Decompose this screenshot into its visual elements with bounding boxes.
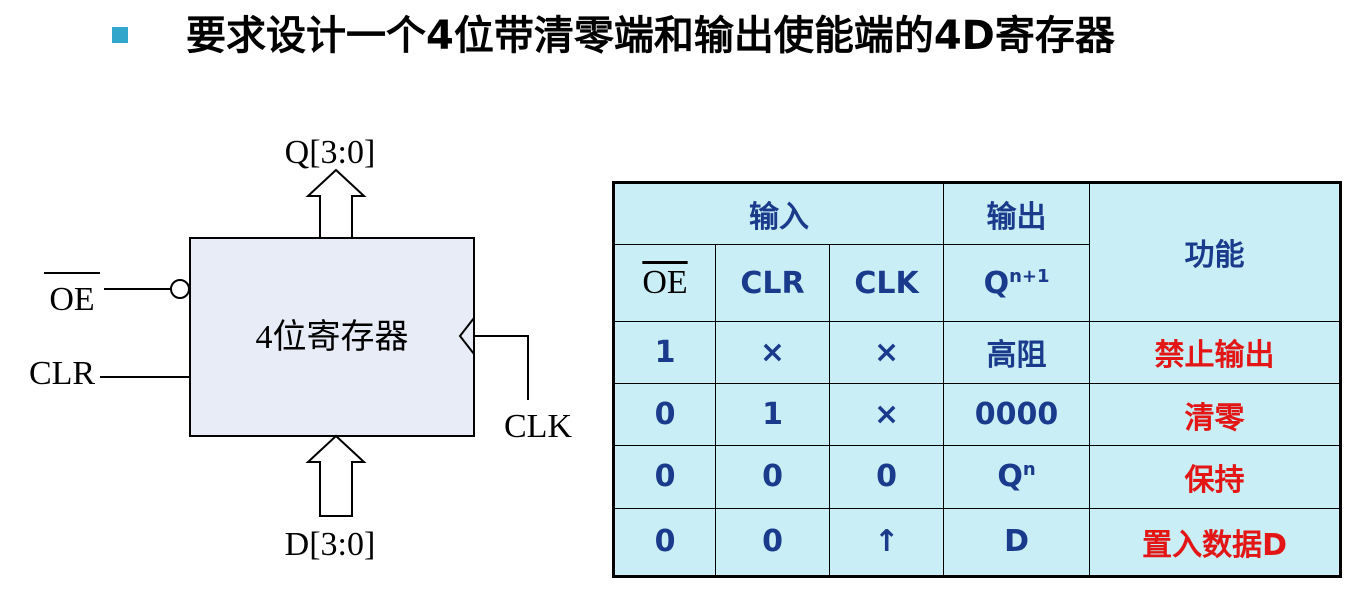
cell-q: 0000	[943, 382, 1091, 447]
cell-clr: 0	[715, 445, 830, 509]
cell-clk: ×	[828, 382, 945, 447]
cell-clk: ×	[828, 320, 945, 385]
cell-clk: ↑	[828, 507, 945, 578]
register-block	[189, 237, 475, 437]
cell-q: Qn	[943, 445, 1091, 509]
table-header-row-2: OE CLR CLK Qn+1	[613, 244, 1341, 322]
cell-function: 禁止输出	[1089, 320, 1342, 385]
table-row: 0 0 ↑ D 置入数据D	[613, 507, 1342, 578]
cell-clk: 0	[828, 445, 945, 509]
cell-oe: 0	[613, 507, 716, 578]
cell-function: 置入数据D	[1089, 507, 1342, 578]
cell-oe: 0	[613, 445, 716, 509]
header-clr: CLR	[715, 244, 830, 322]
clr-label: CLR	[29, 355, 95, 392]
cell-clr: 0	[715, 507, 830, 578]
cell-oe: 0	[613, 382, 716, 447]
register-block-diagram: 4位寄存器 Q[3:0] D[3:0] OE CLR CLK	[29, 134, 573, 563]
table-header-row-1: 输入 输出 功能	[612, 181, 1342, 322]
cell-function: 保持	[1089, 445, 1342, 509]
clock-edge-marker	[458, 317, 475, 355]
cell-oe: 1	[613, 320, 716, 385]
input-bus-arrow	[305, 434, 367, 517]
cell-clr: ×	[715, 320, 830, 385]
header-output-group: 输出	[943, 181, 1091, 246]
cell-function: 清零	[1089, 382, 1342, 447]
input-bus-label: D[3:0]	[285, 526, 376, 563]
header-function: 功能	[1089, 182, 1342, 322]
clk-label: CLK	[504, 408, 572, 445]
truth-table: 输入 输出 功能 OE CLR CLK Qn+1 1 × × 高阻 禁止输出 0…	[612, 181, 1343, 578]
page-title: 要求设计一个4位带清零端和输出使能端的4D寄存器	[186, 13, 1115, 59]
oe-inversion-bubble	[170, 279, 190, 299]
clk-line	[474, 335, 529, 400]
table-row: 0 0 0 Qn 保持	[613, 445, 1342, 509]
output-bus-label: Q[3:0]	[285, 134, 376, 171]
title-bullet	[112, 27, 128, 43]
header-input-group: 输入	[612, 181, 945, 246]
header-clk: CLK	[828, 244, 945, 322]
oe-label: OE	[49, 281, 94, 318]
table-row: 0 1 × 0000 清零	[613, 382, 1342, 447]
table-row: 1 × × 高阻 禁止输出	[613, 320, 1342, 385]
block-label: 4位寄存器	[256, 318, 409, 356]
cell-q: 高阻	[943, 320, 1091, 385]
cell-q: D	[943, 507, 1091, 578]
header-oe: OE	[613, 244, 716, 322]
output-bus-arrow	[305, 168, 367, 239]
header-q: Qn+1	[943, 244, 1091, 322]
cell-clr: 1	[715, 382, 830, 447]
